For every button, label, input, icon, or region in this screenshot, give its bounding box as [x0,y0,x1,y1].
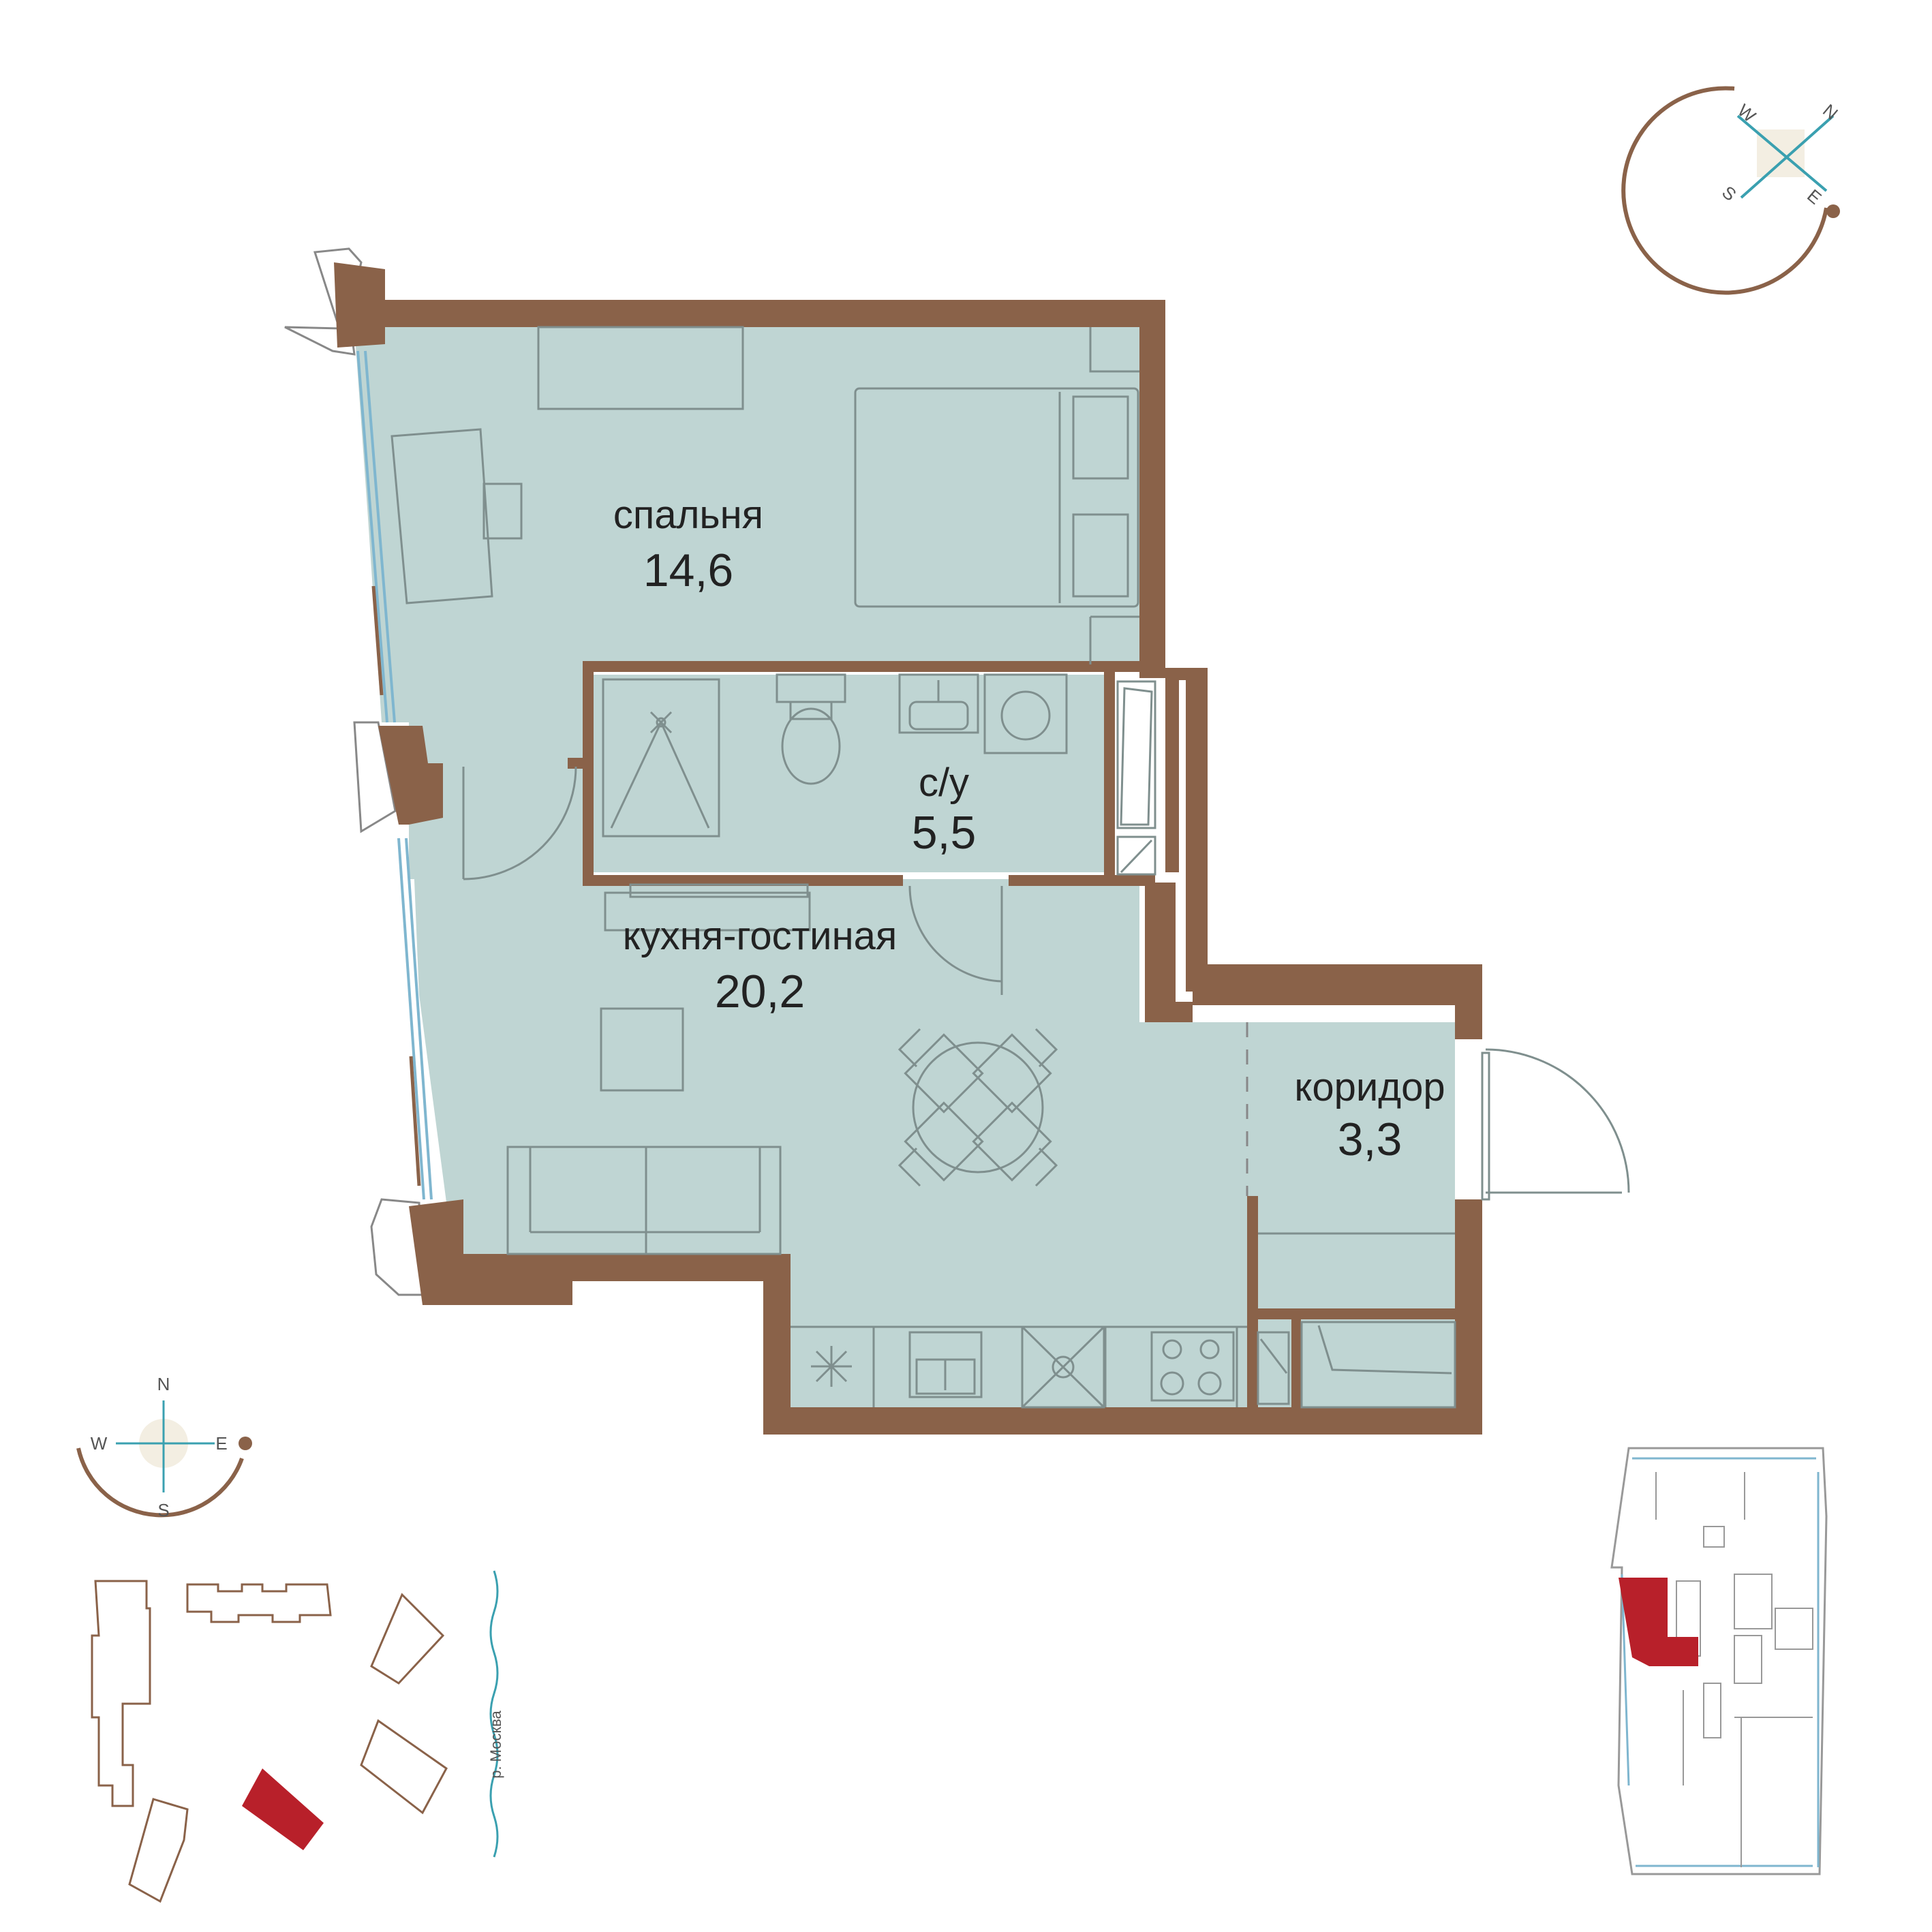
kitchen-living-name: кухня-гостиная [623,914,898,958]
floor-key-plan [1610,1447,1828,1875]
kitchen-living-area: 20,2 [715,966,805,1017]
site-building-3 [370,1593,445,1685]
compass-bottom-n: N [157,1374,170,1394]
compass-bottom-s: S [157,1500,169,1520]
site-building-4 [360,1719,448,1815]
site-building-2 [186,1583,332,1623]
doors [462,766,1630,1201]
bedroom-name: спальня [613,493,763,537]
corridor-area: 3,3 [1338,1114,1402,1165]
windows [356,350,433,1200]
compass-top-s: S [1718,182,1741,205]
compass-top-n: N [1819,100,1842,124]
compass-top-dot [1826,204,1840,218]
walls [334,262,1482,1435]
compass-bottom-e: E [215,1433,227,1454]
bedroom-area: 14,6 [643,545,733,596]
river-label: р. Москва [487,1710,504,1778]
site-building-1 [91,1580,151,1807]
site-map: р. Москва [91,1570,504,1903]
river-line [489,1570,499,1858]
room-labels: спальня 14,6 с/у 5,5 кухня-гостиная 20,2… [613,493,1445,1165]
key-plan-apartment-highlight [1619,1578,1698,1666]
floor-kitchen-living [409,750,1247,1407]
site-building-highlight [242,1768,324,1850]
floor-bedroom [354,327,1139,879]
compass-top: W N S E [1621,86,1842,295]
key-plan-outline [1610,1447,1828,1875]
furniture [390,326,1456,1409]
compass-bottom-dot [239,1437,252,1450]
site-building-5 [128,1798,189,1903]
compass-bottom: N W E S [76,1374,252,1520]
window-sills [371,585,421,1186]
floor-bathroom [593,675,1107,872]
bathroom-area: 5,5 [912,807,977,859]
compass-bottom-w: W [91,1433,108,1454]
corridor-name: коридор [1294,1065,1445,1109]
floor-areas [354,327,1455,1407]
compass-top-w: W [1734,100,1760,127]
bathroom-name: с/у [919,761,969,805]
